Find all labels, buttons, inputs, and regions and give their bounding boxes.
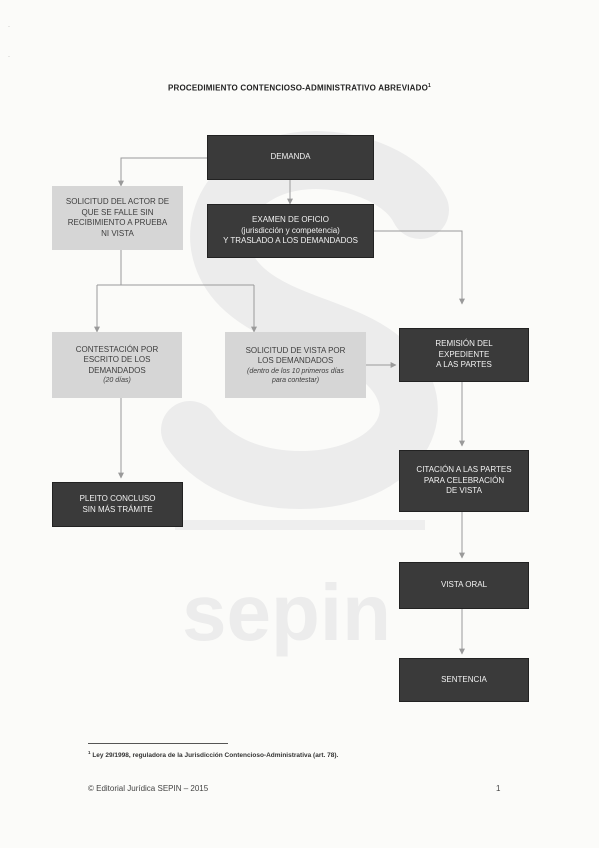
footnote-text: Ley 29/1998, reguladora de la Jurisdicci… (92, 752, 339, 760)
node-sentencia-line: SENTENCIA (441, 674, 487, 684)
node-contestacion-line: CONTESTACIÓN POR (75, 344, 159, 354)
node-examen-de-oficio: EXAMEN DE OFICIO (jurisdicción y compete… (207, 204, 374, 258)
node-citacion: CITACIÓN A LAS PARTES PARA CELEBRACIÓN D… (399, 450, 529, 512)
node-examen-line: EXAMEN DE OFICIO (252, 215, 329, 225)
node-demanda: DEMANDA (207, 135, 374, 180)
node-remision-line: EXPEDIENTE (438, 349, 490, 359)
page-number: 1 (496, 784, 501, 793)
page-title: PROCEDIMIENTO CONTENCIOSO-ADMINISTRATIVO… (0, 83, 599, 93)
node-solicitud-actor-line: NI VISTA (101, 228, 134, 238)
node-pleito-line: PLEITO CONCLUSO (79, 494, 156, 503)
node-solicitud-actor-line: SOLICITUD DEL ACTOR DE (65, 197, 170, 206)
node-demanda-line: DEMANDA (270, 152, 311, 162)
node-vista-oral-line: VISTA ORAL (440, 580, 488, 590)
arrow-demanda-solicitud-actor (118, 157, 207, 187)
node-vista-oral: VISTA ORAL (399, 562, 529, 609)
arrow-examen-remision (374, 230, 465, 305)
footer-copyright: © Editorial Jurídica SEPIN – 2015 (88, 784, 209, 793)
node-remision: REMISIÓN DEL EXPEDIENTE A LAS PARTES (399, 328, 529, 382)
node-contestacion-note: (20 días) (103, 377, 131, 385)
node-solicitud-vista: SOLICITUD DE VISTA POR LOS DEMANDADOS (d… (225, 332, 366, 398)
node-sentencia: SENTENCIA (399, 658, 529, 702)
title-footnote-ref: 1 (428, 83, 432, 89)
scan-specks: ·· (8, 24, 10, 60)
node-solicitud-actor-line: RECIBIMIENTO A PRUEBA (67, 218, 168, 227)
node-contestacion: CONTESTACIÓN POR ESCRITO DE LOS DEMANDAD… (52, 332, 182, 398)
node-citacion-line: PARA CELEBRACIÓN (423, 475, 505, 485)
node-solicitud-vista-note: para contestar) (271, 376, 320, 384)
node-contestacion-line: ESCRITO DE LOS (83, 355, 151, 365)
node-examen-line: Y TRASLADO A LOS DEMANDADOS (223, 236, 358, 246)
title-text: PROCEDIMIENTO CONTENCIOSO-ADMINISTRATIVO… (167, 83, 429, 93)
node-examen-line: (jurisdicción y competencia) (241, 225, 340, 235)
node-pleito-line: SIN MÁS TRÁMITE (82, 504, 153, 514)
node-solicitud-vista-line: LOS DEMANDADOS (257, 356, 334, 365)
node-remision-line: REMISIÓN DEL (435, 339, 493, 349)
node-pleito-concluso: PLEITO CONCLUSO SIN MÁS TRÁMITE (52, 482, 183, 527)
footnote-ref: 1 (88, 750, 91, 755)
footnote-divider (88, 743, 228, 744)
node-solicitud-actor-line: QUE SE FALLE SIN (81, 207, 154, 217)
footnote: 1 Ley 29/1998, reguladora de la Jurisdic… (88, 750, 338, 759)
node-contestacion-line: DEMANDADOS (88, 365, 146, 375)
node-citacion-line: CITACIÓN A LAS PARTES (416, 465, 512, 475)
node-solicitud-actor: SOLICITUD DEL ACTOR DE QUE SE FALLE SIN … (52, 186, 183, 250)
node-citacion-line: DE VISTA (446, 486, 482, 496)
node-remision-line: A LAS PARTES (436, 360, 492, 370)
node-solicitud-vista-line: SOLICITUD DE VISTA POR (245, 345, 346, 355)
node-solicitud-vista-note: (dentro de los 10 primeros días (247, 367, 344, 375)
watermark-text: sepin (182, 568, 391, 657)
